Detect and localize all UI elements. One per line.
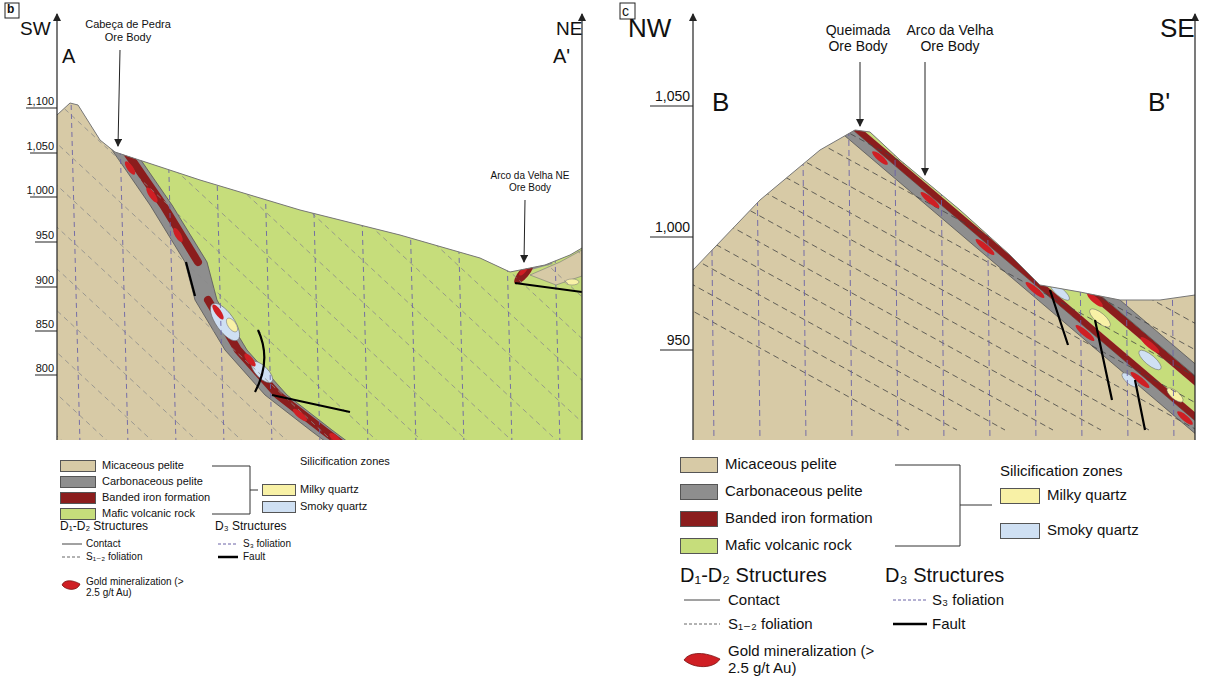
legend-text: S₁₋₂ foliation [86,551,142,563]
elevation-tick: 1,050 [655,88,690,104]
legend-text: Fault [932,615,965,632]
legend-sample [218,539,238,549]
legend-text: Banded iron formation [102,491,210,504]
legend-swatch [262,484,296,496]
section-end-label: B' [1148,88,1170,118]
elevation-tick: 1,000 [26,184,54,197]
elevation-tick: 1,000 [655,219,690,235]
legend-heading: Silicification zones [300,455,390,468]
legend-heading: D₁-D₂ Structures [60,520,148,534]
legend-sample [62,552,82,562]
legend-sample [682,650,722,670]
legend-sample [62,539,82,549]
elevation-tick: 950 [36,229,54,242]
legend-heading: D₁-D₂ Structures [680,564,827,587]
legend-text: Gold mineralization (> 2.5 g/t Au) [86,576,186,598]
legend-swatch [60,508,96,520]
legend-sample [684,618,720,630]
legend-sample [893,594,927,606]
ore-body-label: Queimada Ore Body [816,22,900,54]
legend-text: Banded iron formation [725,509,873,526]
elevation-tick: 950 [667,332,690,348]
legend-sample [684,594,720,606]
legend-text: Mafic volcanic rock [102,507,195,520]
elevation-tick: 800 [36,362,54,375]
legend-swatch [60,492,96,504]
legend-text: Carbonaceous pelite [102,475,203,488]
legend-swatch [60,460,96,472]
elevation-tick: 850 [36,318,54,331]
legend-swatch [60,476,96,488]
legend-text: Smoky quartz [300,500,367,513]
elevation-tick: 900 [36,274,54,287]
legend-text: S₁₋₂ foliation [728,615,813,632]
legend-text: Smoky quartz [1047,521,1139,538]
legend-swatch [262,501,296,513]
ore-body-label: Arco da Velha Ore Body [894,22,1006,54]
legend-text: Micaceous pelite [725,455,837,472]
legend-text: Mafic volcanic rock [725,536,852,553]
legend-heading: D₃ Structures [885,564,1004,587]
panel-letter: b [7,3,14,17]
legend-heading: Silicification zones [1000,462,1123,479]
direction-label: SE [1160,14,1195,44]
legend-swatch [1000,488,1040,504]
legend-text: Carbonaceous pelite [725,482,863,499]
section-c [309,45,1229,470]
ore-body-label: Arco da Velha NE Ore Body [485,170,575,193]
direction-label: SW [20,18,51,40]
legend-text: Contact [86,538,120,550]
direction-label: NE [556,18,582,40]
legend-sample [893,618,927,630]
legend-sample [60,578,82,592]
legend-text: Contact [728,591,780,608]
legend-text: Gold mineralization (> 2.5 g/t Au) [728,643,888,676]
legend-text: S₃ foliation [932,591,1004,608]
section-end-label: B [712,88,729,118]
elevation-tick: 1,100 [26,95,54,108]
legend-text: Milky quartz [1047,486,1127,503]
legend-swatch [680,457,718,473]
legend-text: S₃ foliation [243,538,291,550]
elevation-tick: 1,050 [26,140,54,153]
panel-letter: c [622,3,629,19]
legend-text: Milky quartz [300,483,359,496]
legend-swatch [680,484,718,500]
legend-swatch [680,538,718,554]
direction-label: NW [628,14,671,44]
ore-body-label: Cabeça de Pedra Ore Body [82,18,174,43]
legend-text: Fault [243,551,265,563]
section-end-label: A' [553,45,570,68]
legend-text: Micaceous pelite [102,459,184,472]
legend-swatch [680,511,718,527]
legend-sample [218,552,238,562]
legend-swatch [1000,523,1040,539]
legend-heading: D₃ Structures [215,520,287,534]
section-end-label: A [62,45,75,68]
